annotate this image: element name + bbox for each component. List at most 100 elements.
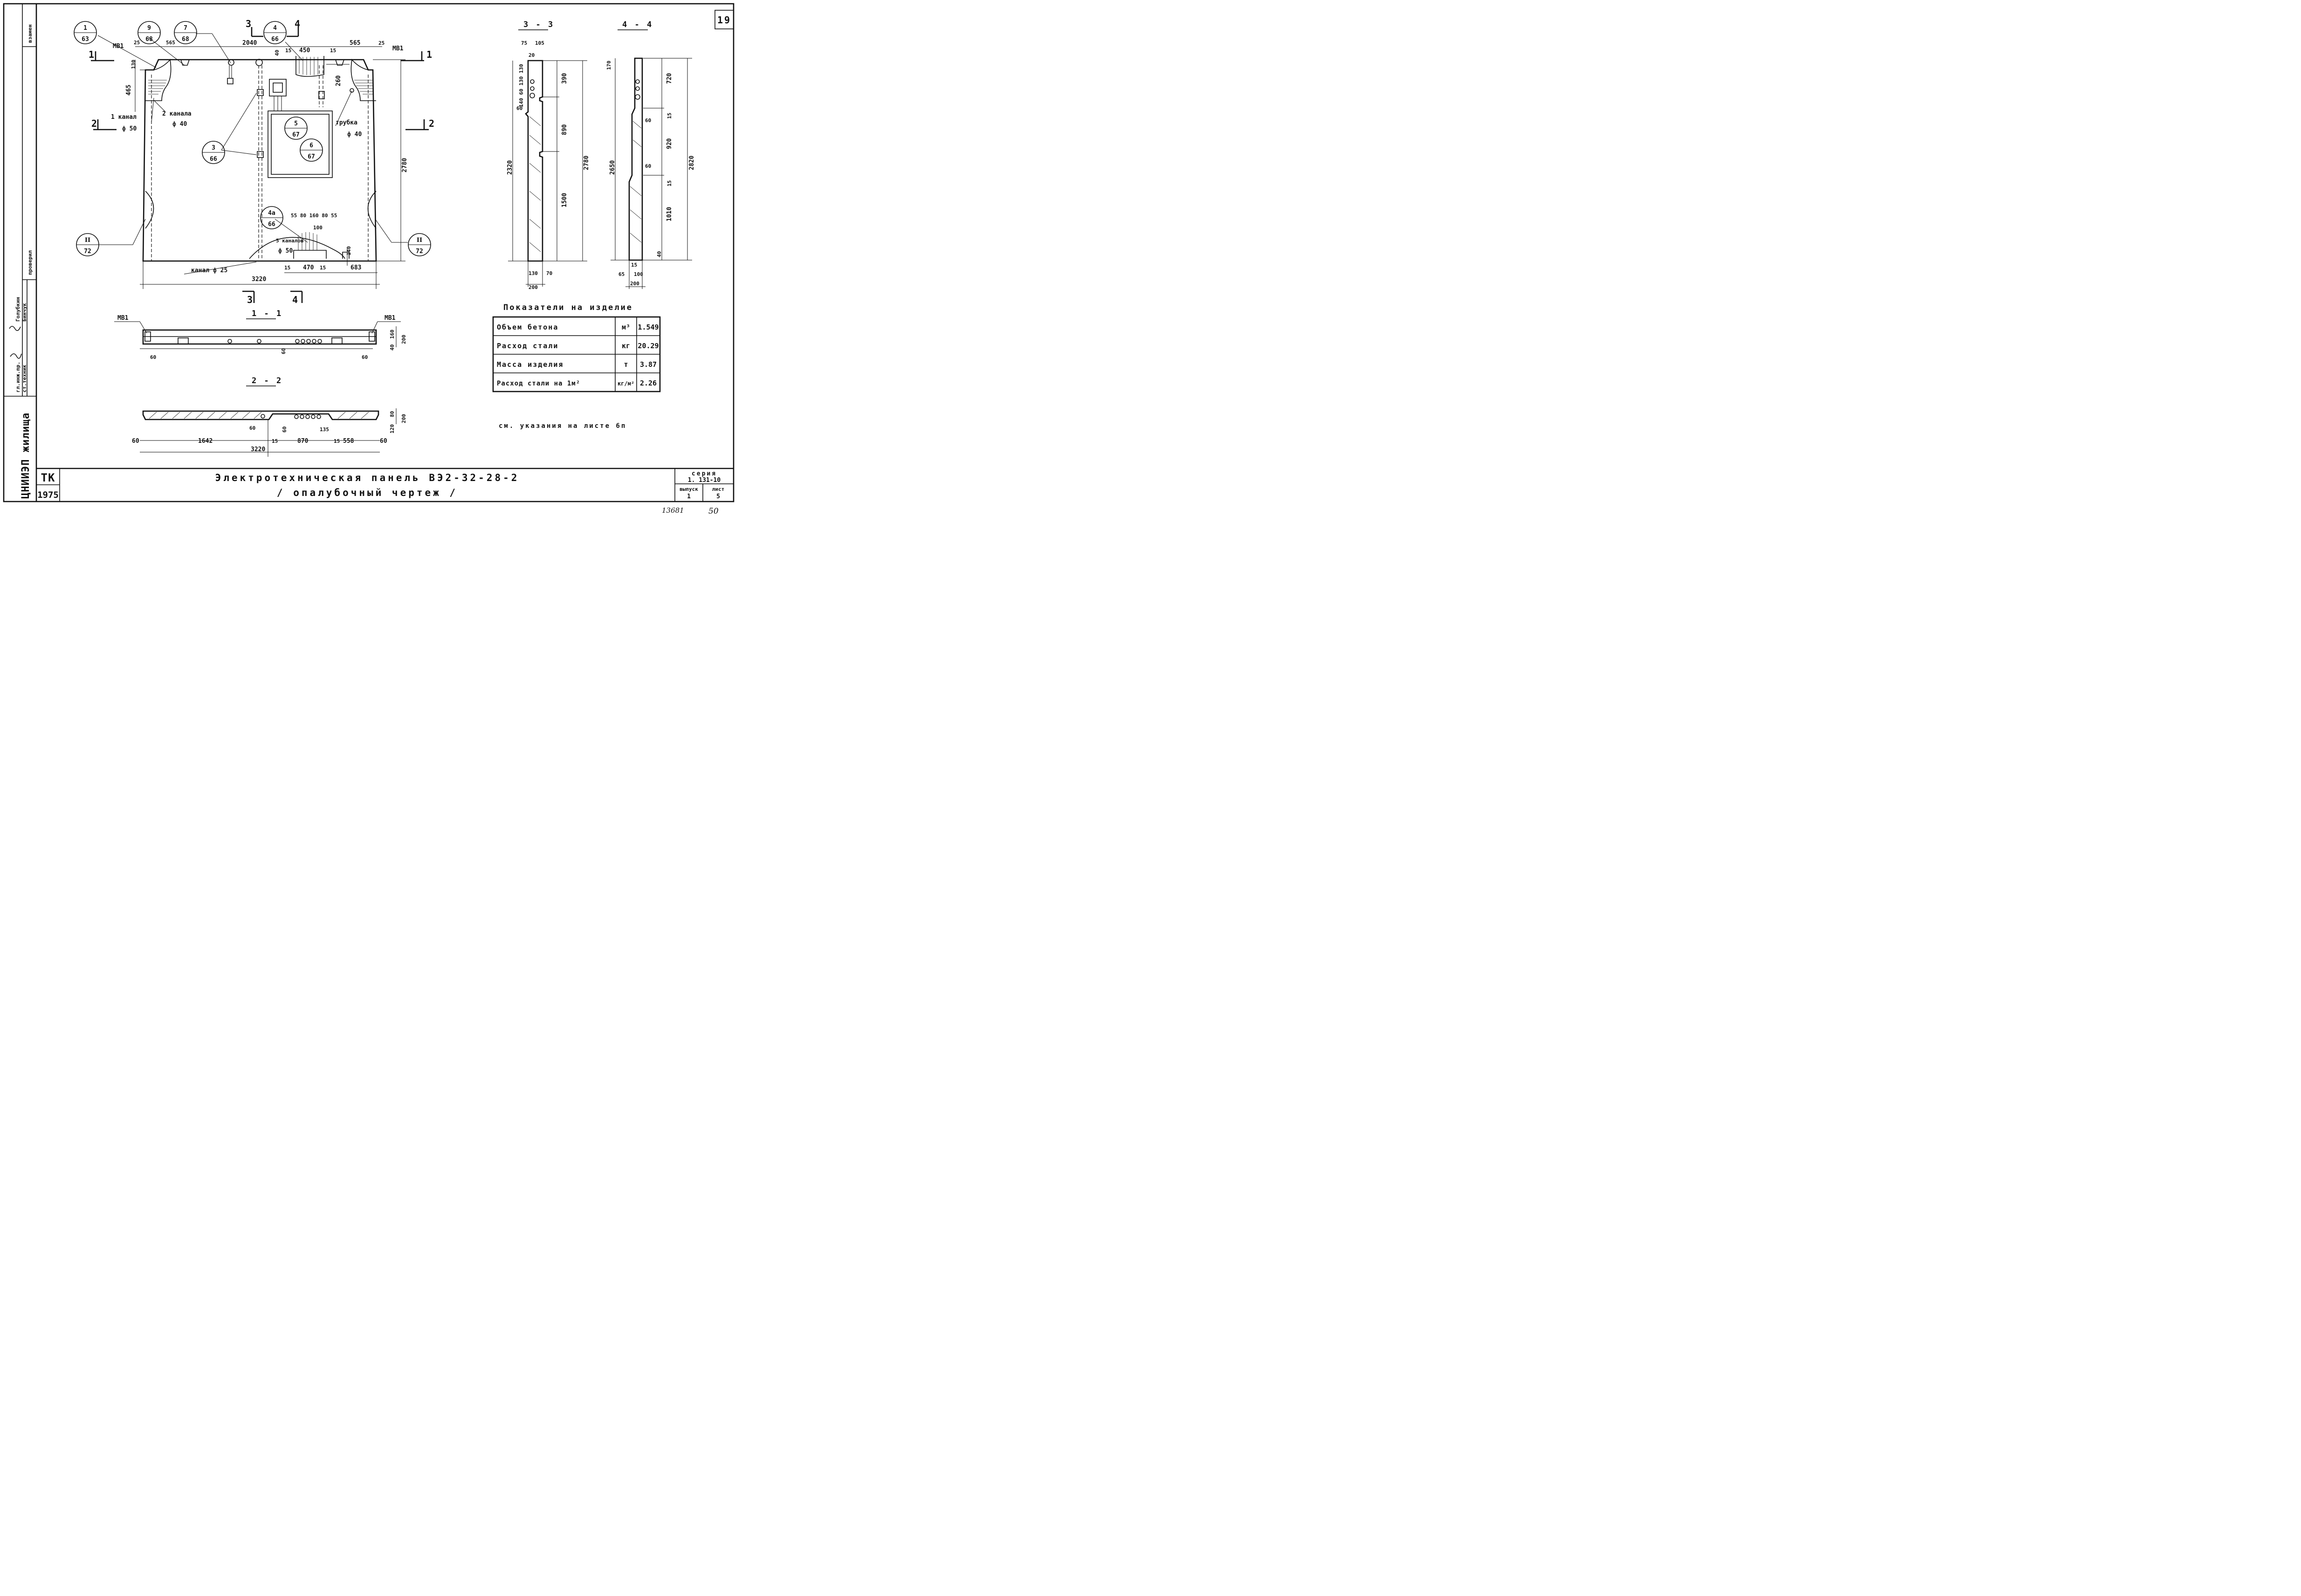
svg-text:9: 9 [147,25,151,32]
indicator-1-value: 20.29 [638,342,659,350]
s22-dim-120: 120 [389,424,395,433]
dim-260: 260 [335,75,342,86]
indicator-0-unit: м³ [622,323,630,331]
stamp-role1: гл.инж.пр. [15,362,21,392]
indicator-3-value: 2.26 [640,379,657,387]
label-tube-d: ф 40 [347,131,362,138]
dim-683: 683 [350,264,361,271]
s33-dim-2780: 2780 [583,156,590,170]
dim-55-row: 55 80 160 80 55 [291,213,337,219]
s44-dim-65: 65 [618,271,625,277]
section-mark-1-left: 1 [89,49,96,60]
dim-2040: 2040 [242,40,257,47]
dim-470: 470 [303,264,314,271]
svg-text:II: II [85,237,90,244]
label-mb1-right: МВ1 [392,45,404,52]
section-mark-1-right: 1 [426,49,433,60]
s44-dim-720: 720 [666,73,673,84]
section-mark-2-right: 2 [429,118,436,129]
indicators-heading: Показатели на изделие [503,303,633,312]
svg-text:5: 5 [294,120,298,127]
callout-9-68: 9 68 [137,21,161,44]
section-2-2: 2 - 2 [140,376,397,457]
indicator-2-value: 3.87 [640,360,657,369]
s33-dim-20: 20 [529,52,535,58]
label-channel1: 1 канал [111,114,137,121]
s33-dim-70: 70 [546,270,552,276]
indicator-1-name: Расход стали [497,342,558,350]
callout-7-68: 768 [174,21,197,44]
handwritten-number-2: 50 [708,507,719,516]
svg-text:4а: 4а [268,210,275,217]
signature-marks [9,326,22,359]
dim-465: 465 [125,85,132,96]
svg-text:72: 72 [84,248,91,255]
s33-dim-130: 130 [529,270,538,276]
section-3-3: 3 - 3 [508,20,587,287]
s22-dim-15-a: 15 [272,438,278,444]
dim-100: 100 [313,225,323,231]
s11-dim-60-mid: 60 [281,348,287,354]
s33-dim-890: 890 [561,124,568,135]
s33-dim-2320: 2320 [507,160,514,175]
s33-dim-105: 105 [535,40,544,46]
series-value: 1. 131-10 [688,477,721,484]
section-4-4: 4 - 4 [611,20,692,289]
issue-value: 1 [687,493,691,500]
s44-dim-1010: 1010 [666,207,673,221]
s44-dim-60-a: 60 [645,117,651,124]
s44-dim-40: 40 [656,251,662,257]
callout-3-66: 3 66 [202,141,225,164]
callout-5-67: 567 [284,117,308,140]
s44-dim-2650: 2650 [609,160,616,175]
s44-dim-200: 200 [630,281,639,287]
s11-mb1-left: МВ1 [117,315,129,322]
s44-dim-2820: 2820 [688,156,695,170]
svg-text:72: 72 [416,248,423,255]
drawing-sheet: 19 взамен проверил гл.инж.пр. ст.техник … [3,3,735,516]
outer-frame [3,3,735,502]
section-mark-4-top: 4 [295,18,302,29]
s11-dim-200: 200 [401,335,407,344]
year: 1975 [37,490,59,500]
institute-name: ЦНИИЭП жилища [20,413,32,499]
stamp-proveril: проверил [27,250,33,275]
s22-dim-60-c: 60 [249,425,255,431]
svg-text:68: 68 [145,36,153,43]
svg-text:3: 3 [212,144,215,151]
handwritten-number-1: 13681 [662,506,684,515]
callout-4-66: 466 [263,21,287,44]
svg-text:66: 66 [271,36,279,43]
dim-15-bottom-b: 15 [320,265,326,271]
svg-text:66: 66 [210,156,217,163]
section-2-2-heading: 2 - 2 [252,376,282,385]
s22-dim-60-d: 60 [282,427,288,433]
label-channel25: канал ф 25 [191,267,227,274]
svg-text:1: 1 [83,25,87,32]
s22-dim-80: 80 [389,411,395,417]
s22-dim-200: 200 [401,414,407,423]
note-see-sheet: см. указания на листе 6п [499,422,626,430]
s44-dim-15-a: 15 [666,113,673,119]
indicator-2-name: Масса изделия [497,360,563,369]
s33-dim-390: 390 [561,73,568,84]
s22-dim-135: 135 [320,427,329,433]
dim-15-top-a: 15 [285,48,291,54]
indicator-2-unit: т [624,360,628,369]
section-1-1-heading: 1 - 1 [252,309,282,318]
dim-25-left: 25 [134,40,140,46]
s44-dim-100: 100 [634,271,643,277]
dim-2780: 2780 [401,158,408,172]
section-3-3-heading: 3 - 3 [523,20,554,29]
s22-dim-15-b: 15 [334,438,340,444]
s33-dim-60: 60 [516,105,522,111]
section-mark-3-bottom: 3 [247,294,254,305]
issue-label: выпуск [680,486,698,492]
s44-dim-60-b: 60 [645,163,651,169]
svg-text:66: 66 [268,221,275,228]
svg-text:II: II [417,237,422,244]
label-channel5-d: ф 50 [278,248,293,255]
dim-25-right: 25 [378,40,385,46]
svg-text:7: 7 [184,25,187,32]
s22-dim-3220: 3220 [251,446,265,453]
